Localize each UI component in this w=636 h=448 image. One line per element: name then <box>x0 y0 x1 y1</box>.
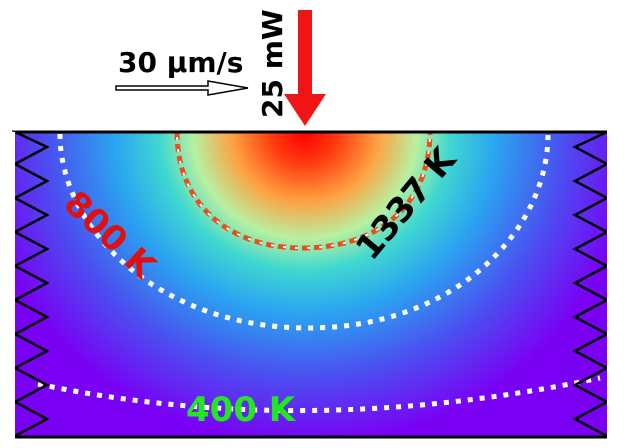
substrate-block <box>0 130 636 440</box>
scan-direction-arrow <box>115 80 249 96</box>
left-break-line <box>12 130 50 438</box>
left-break-outside-mask <box>0 130 15 440</box>
scan-speed-label: 30 μm/s <box>118 46 243 79</box>
temperature-field <box>15 132 607 438</box>
isotherm-400k-label: 400 K <box>186 390 297 430</box>
isotherm-1337k-line <box>174 131 433 251</box>
isotherm-400k-line <box>37 375 601 414</box>
laser-beam-arrow <box>284 10 326 126</box>
laser-power-label: 25 mW <box>256 9 289 118</box>
right-break-line <box>572 130 610 438</box>
right-break-outside-mask <box>607 132 636 440</box>
